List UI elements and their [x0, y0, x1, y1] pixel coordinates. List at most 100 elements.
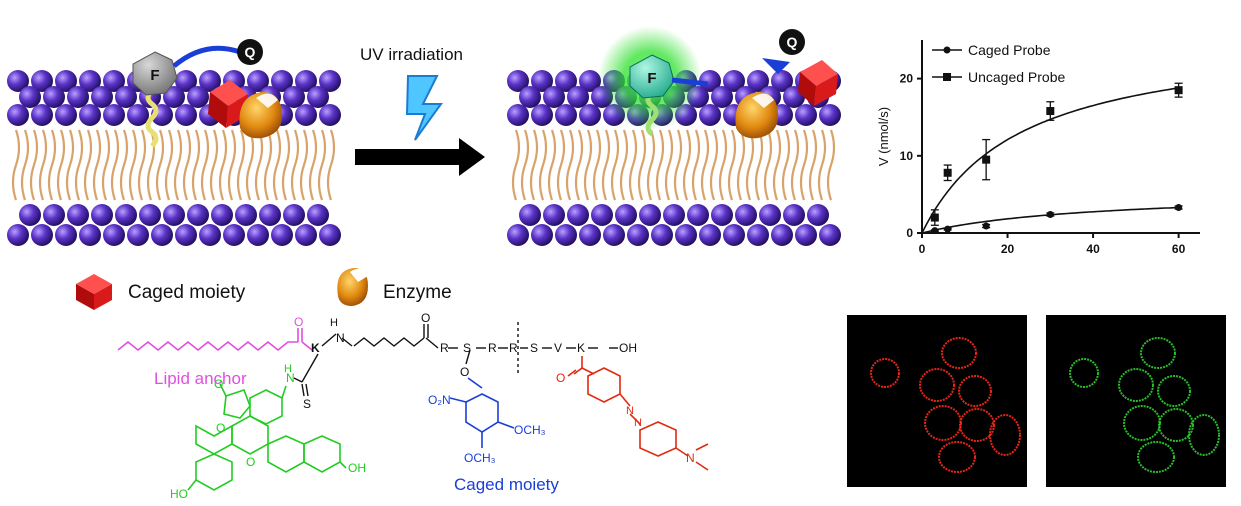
data-point-caged [982, 222, 990, 230]
atom-ho-left: HO [170, 487, 188, 501]
atom-oh-end: OH [619, 341, 637, 355]
fluorophore-f: F [132, 51, 178, 96]
atom-n-dim: N [686, 451, 695, 465]
fluorescein [187, 383, 347, 491]
peptide-helix-uncaged [645, 90, 659, 136]
atom-o-lactone-c: O [214, 377, 223, 391]
data-point-caged [944, 225, 952, 233]
y-tick-label: 0 [906, 226, 913, 240]
data-point-uncaged [943, 168, 952, 177]
linker-stub [671, 77, 709, 87]
cell-outline [1140, 337, 1176, 369]
atom-o-dab: O [556, 371, 565, 385]
cell-outline [989, 414, 1021, 456]
legend-marker-square [943, 73, 951, 81]
quencher-letter: Q [245, 44, 256, 60]
atom-r1: R [440, 341, 449, 355]
legend-marker-circle [943, 46, 951, 54]
cell-outline [1188, 414, 1220, 456]
atom-k1: K [311, 341, 320, 355]
legend-cage-icon [76, 274, 112, 310]
atom-o-lipid: O [294, 315, 303, 329]
cell-outline [1123, 405, 1161, 441]
atom-r2: R [488, 341, 497, 355]
cell-outline [941, 337, 977, 369]
data-point-uncaged [930, 213, 939, 222]
caged-moiety-cube [208, 80, 248, 128]
x-tick-label: 40 [1086, 242, 1100, 256]
membrane-caged: F Q [7, 39, 341, 246]
y-axis-label: V (nmol/s) [876, 107, 891, 166]
atom-o-lactone: O [216, 421, 225, 435]
atom-o-link: O [460, 365, 469, 379]
kinetics-chart: 0 20 40 60 0 10 20 V (nmol/s) Caged ProbeUncaged… [876, 40, 1200, 256]
fluorophore-letter: F [150, 67, 159, 84]
data-point-caged [931, 227, 939, 235]
uv-arrow-graphic [355, 75, 485, 176]
cell-outline [958, 375, 992, 407]
x-tick-label: 60 [1172, 242, 1186, 256]
legend-caged-label: Caged moiety [128, 282, 246, 303]
atom-nh-top: H [330, 317, 338, 329]
enzyme-shape [239, 92, 282, 139]
backbone-bonds [301, 324, 618, 383]
released-quencher: Q [762, 29, 805, 74]
lipid-chain [117, 328, 313, 352]
data-point-caged [1175, 204, 1183, 212]
atom-nh-thio: H [284, 363, 292, 375]
x-tick-label: 0 [919, 242, 926, 256]
legend-enzyme-icon [337, 268, 368, 306]
cell-outline [938, 441, 976, 473]
released-cage [798, 60, 838, 106]
micrograph-red [847, 315, 1027, 487]
dabcyl [567, 356, 709, 471]
legend-label: Caged Probe [968, 42, 1051, 58]
peptide-helix [145, 88, 159, 148]
cell-outline [919, 368, 955, 402]
cell-outline [870, 358, 900, 388]
cell-outline [924, 405, 962, 441]
y-tick-label: 20 [900, 72, 914, 86]
x-tick-label: 20 [1001, 242, 1015, 256]
data-point-caged [1046, 210, 1054, 218]
micrograph-green [1046, 315, 1226, 487]
fluorophore-letter-lit: F [647, 70, 656, 87]
uv-irradiation-label: UV irradiation [360, 45, 463, 64]
atom-r3: R [509, 341, 518, 355]
cell-outline [1158, 408, 1194, 442]
atom-och3-right: OCH₃ [514, 423, 546, 437]
enzyme-active [735, 92, 778, 139]
reaction-arrow-head [459, 138, 485, 176]
cell-outline [1137, 441, 1175, 473]
lipid-anchor-label: Lipid anchor [154, 369, 247, 388]
atom-n-azo2: N [634, 417, 642, 429]
axes [921, 40, 1200, 234]
atom-s1: S [463, 341, 471, 355]
atom-o-xanthene: O [246, 455, 255, 469]
y-tick-label: 10 [900, 149, 914, 163]
atom-v: V [554, 341, 562, 355]
atom-n-top: N [336, 331, 345, 345]
cell-outline [959, 408, 995, 442]
atom-k2: K [577, 341, 585, 355]
atom-oh-right: OH [348, 461, 366, 475]
membrane-left-body [7, 70, 341, 246]
chemical-structure: O Lipid anchor K H N O R S R R S V K OH … [117, 311, 709, 501]
atom-no2: O₂N [428, 393, 451, 407]
legend-label: Uncaged Probe [968, 69, 1066, 85]
quencher-letter-free: Q [787, 34, 798, 50]
linker-blue [172, 45, 241, 68]
membrane-uncaged: F Q [507, 26, 841, 246]
lightning-icon [405, 75, 443, 141]
cell-outline [1157, 375, 1191, 407]
data-point-uncaged [1174, 86, 1183, 95]
reaction-arrow-shaft [355, 149, 463, 165]
atom-n-thio: N [286, 371, 295, 385]
caged-moiety-structure-label: Caged moiety [454, 475, 559, 494]
fluorophore-f-lit: F [629, 54, 675, 99]
atom-n-azo1: N [626, 405, 634, 417]
atom-och3-bottom: OCH₃ [464, 451, 496, 465]
cell-outline [1069, 358, 1099, 388]
legend-enzyme-label: Enzyme [383, 282, 452, 303]
data-point-uncaged [1046, 107, 1055, 116]
